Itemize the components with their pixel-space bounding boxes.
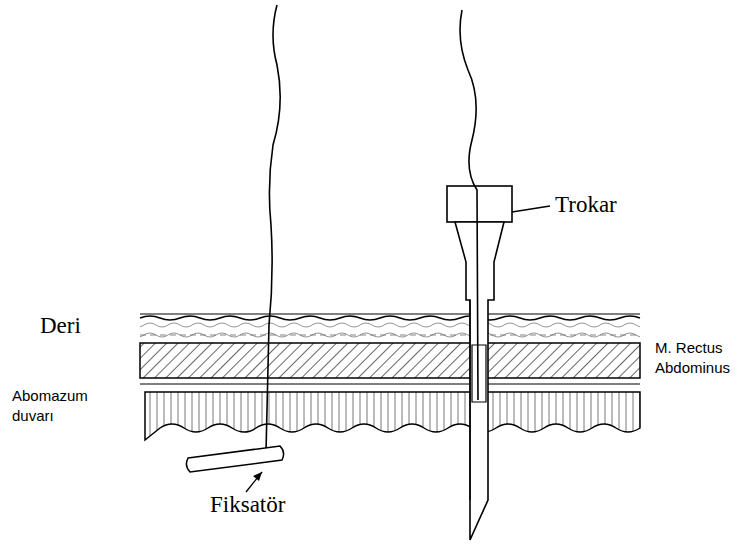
muscle-label: M. Rectus Abdominus — [655, 338, 740, 377]
fixator-label: Fiksatör — [210, 492, 285, 518]
trocar-label: Trokar — [555, 192, 617, 218]
abomasum-wall-label: Abomazum duvarı — [12, 386, 104, 425]
skin-label: Deri — [40, 313, 81, 339]
